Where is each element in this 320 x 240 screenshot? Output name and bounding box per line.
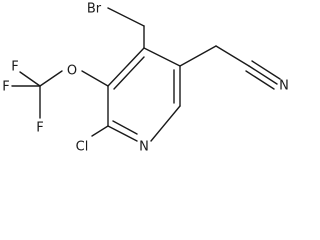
bond-o-cf3: [39, 70, 63, 87]
atom-label-f1: F: [11, 60, 18, 75]
bond-nitrile-2: [245, 70, 275, 90]
atom-label-o: O: [67, 64, 77, 79]
bond-c2-cl: [91, 125, 109, 137]
bond-ring-n-c2-double: [112, 120, 138, 135]
bond-nitrile-1: [248, 65, 278, 85]
atom-label-cl: Cl: [76, 140, 89, 155]
bond-ring-c6-n: [150, 105, 181, 142]
bond-nitrile-3: [251, 60, 281, 80]
bond-ch2-br: [107, 7, 145, 27]
bond-ring-c3-c4-double: [113, 56, 145, 90]
bond-c3-o: [81, 70, 109, 87]
bond-cf3-f1: [19, 71, 41, 87]
atom-label-n-ring: N: [139, 140, 149, 155]
bond-ch2-cn: [215, 45, 250, 67]
bond-ch2cn: [179, 45, 217, 67]
bond-ring-c3-c4: [107, 47, 145, 87]
atom-label-f3: F: [36, 121, 43, 136]
atom-label-n-nitrile: N: [279, 79, 289, 94]
molecule-structure-diagram: Br F F F O Cl N N: [2, 2, 289, 155]
atom-label-br: Br: [87, 2, 102, 17]
bond-ring-n-c2: [107, 125, 138, 142]
bond-ring-c4-c5: [143, 47, 181, 67]
atom-label-f2: F: [2, 80, 9, 95]
